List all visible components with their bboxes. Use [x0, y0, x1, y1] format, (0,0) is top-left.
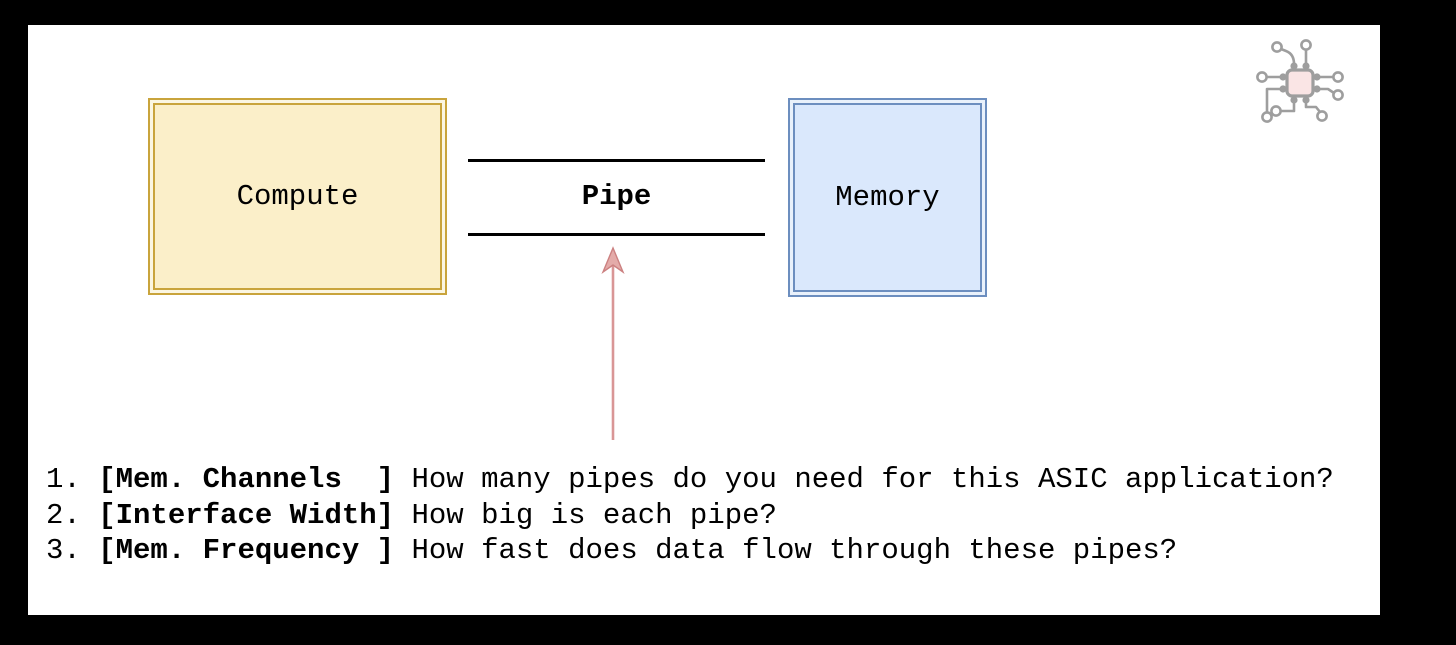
- memory-box: Memory: [788, 98, 987, 297]
- pipe-top-line: [468, 159, 765, 162]
- question-label: [Interface Width]: [98, 498, 395, 532]
- pipe-bottom-line: [468, 233, 765, 236]
- question-label: [Mem. Channels ]: [98, 463, 395, 496]
- question-label: [Mem. Frequency ]: [98, 534, 395, 567]
- slide-surface: Compute Pipe Memory 1. [Mem. Channels ] …: [28, 25, 1380, 615]
- compute-label: Compute: [236, 180, 359, 213]
- compute-box: Compute: [148, 98, 447, 295]
- memory-label: Memory: [835, 181, 940, 214]
- question-text: How fast does data flow through these pi…: [394, 534, 1178, 567]
- pipe-pointer-arrow-icon: [601, 246, 625, 440]
- pipe-label: Pipe: [581, 179, 652, 213]
- question-number: 2.: [46, 498, 99, 532]
- question-number: 3.: [46, 534, 99, 567]
- question-number: 1.: [46, 463, 99, 496]
- question-item: 3. [Mem. Frequency ] How fast does data …: [46, 533, 1334, 569]
- memory-box-inner: Memory: [793, 103, 982, 292]
- circuit-chip-icon: [1256, 39, 1344, 123]
- question-item: 2. [Interface Width] How big is each pip…: [46, 498, 1334, 534]
- compute-box-inner: Compute: [153, 103, 442, 290]
- question-item: 1. [Mem. Channels ] How many pipes do yo…: [46, 462, 1334, 498]
- questions-list: 1. [Mem. Channels ] How many pipes do yo…: [46, 462, 1334, 569]
- question-text: How big is each pipe?: [394, 498, 777, 532]
- question-text: How many pipes do you need for this ASIC…: [394, 463, 1334, 496]
- pipe-label-container: Pipe: [468, 162, 765, 230]
